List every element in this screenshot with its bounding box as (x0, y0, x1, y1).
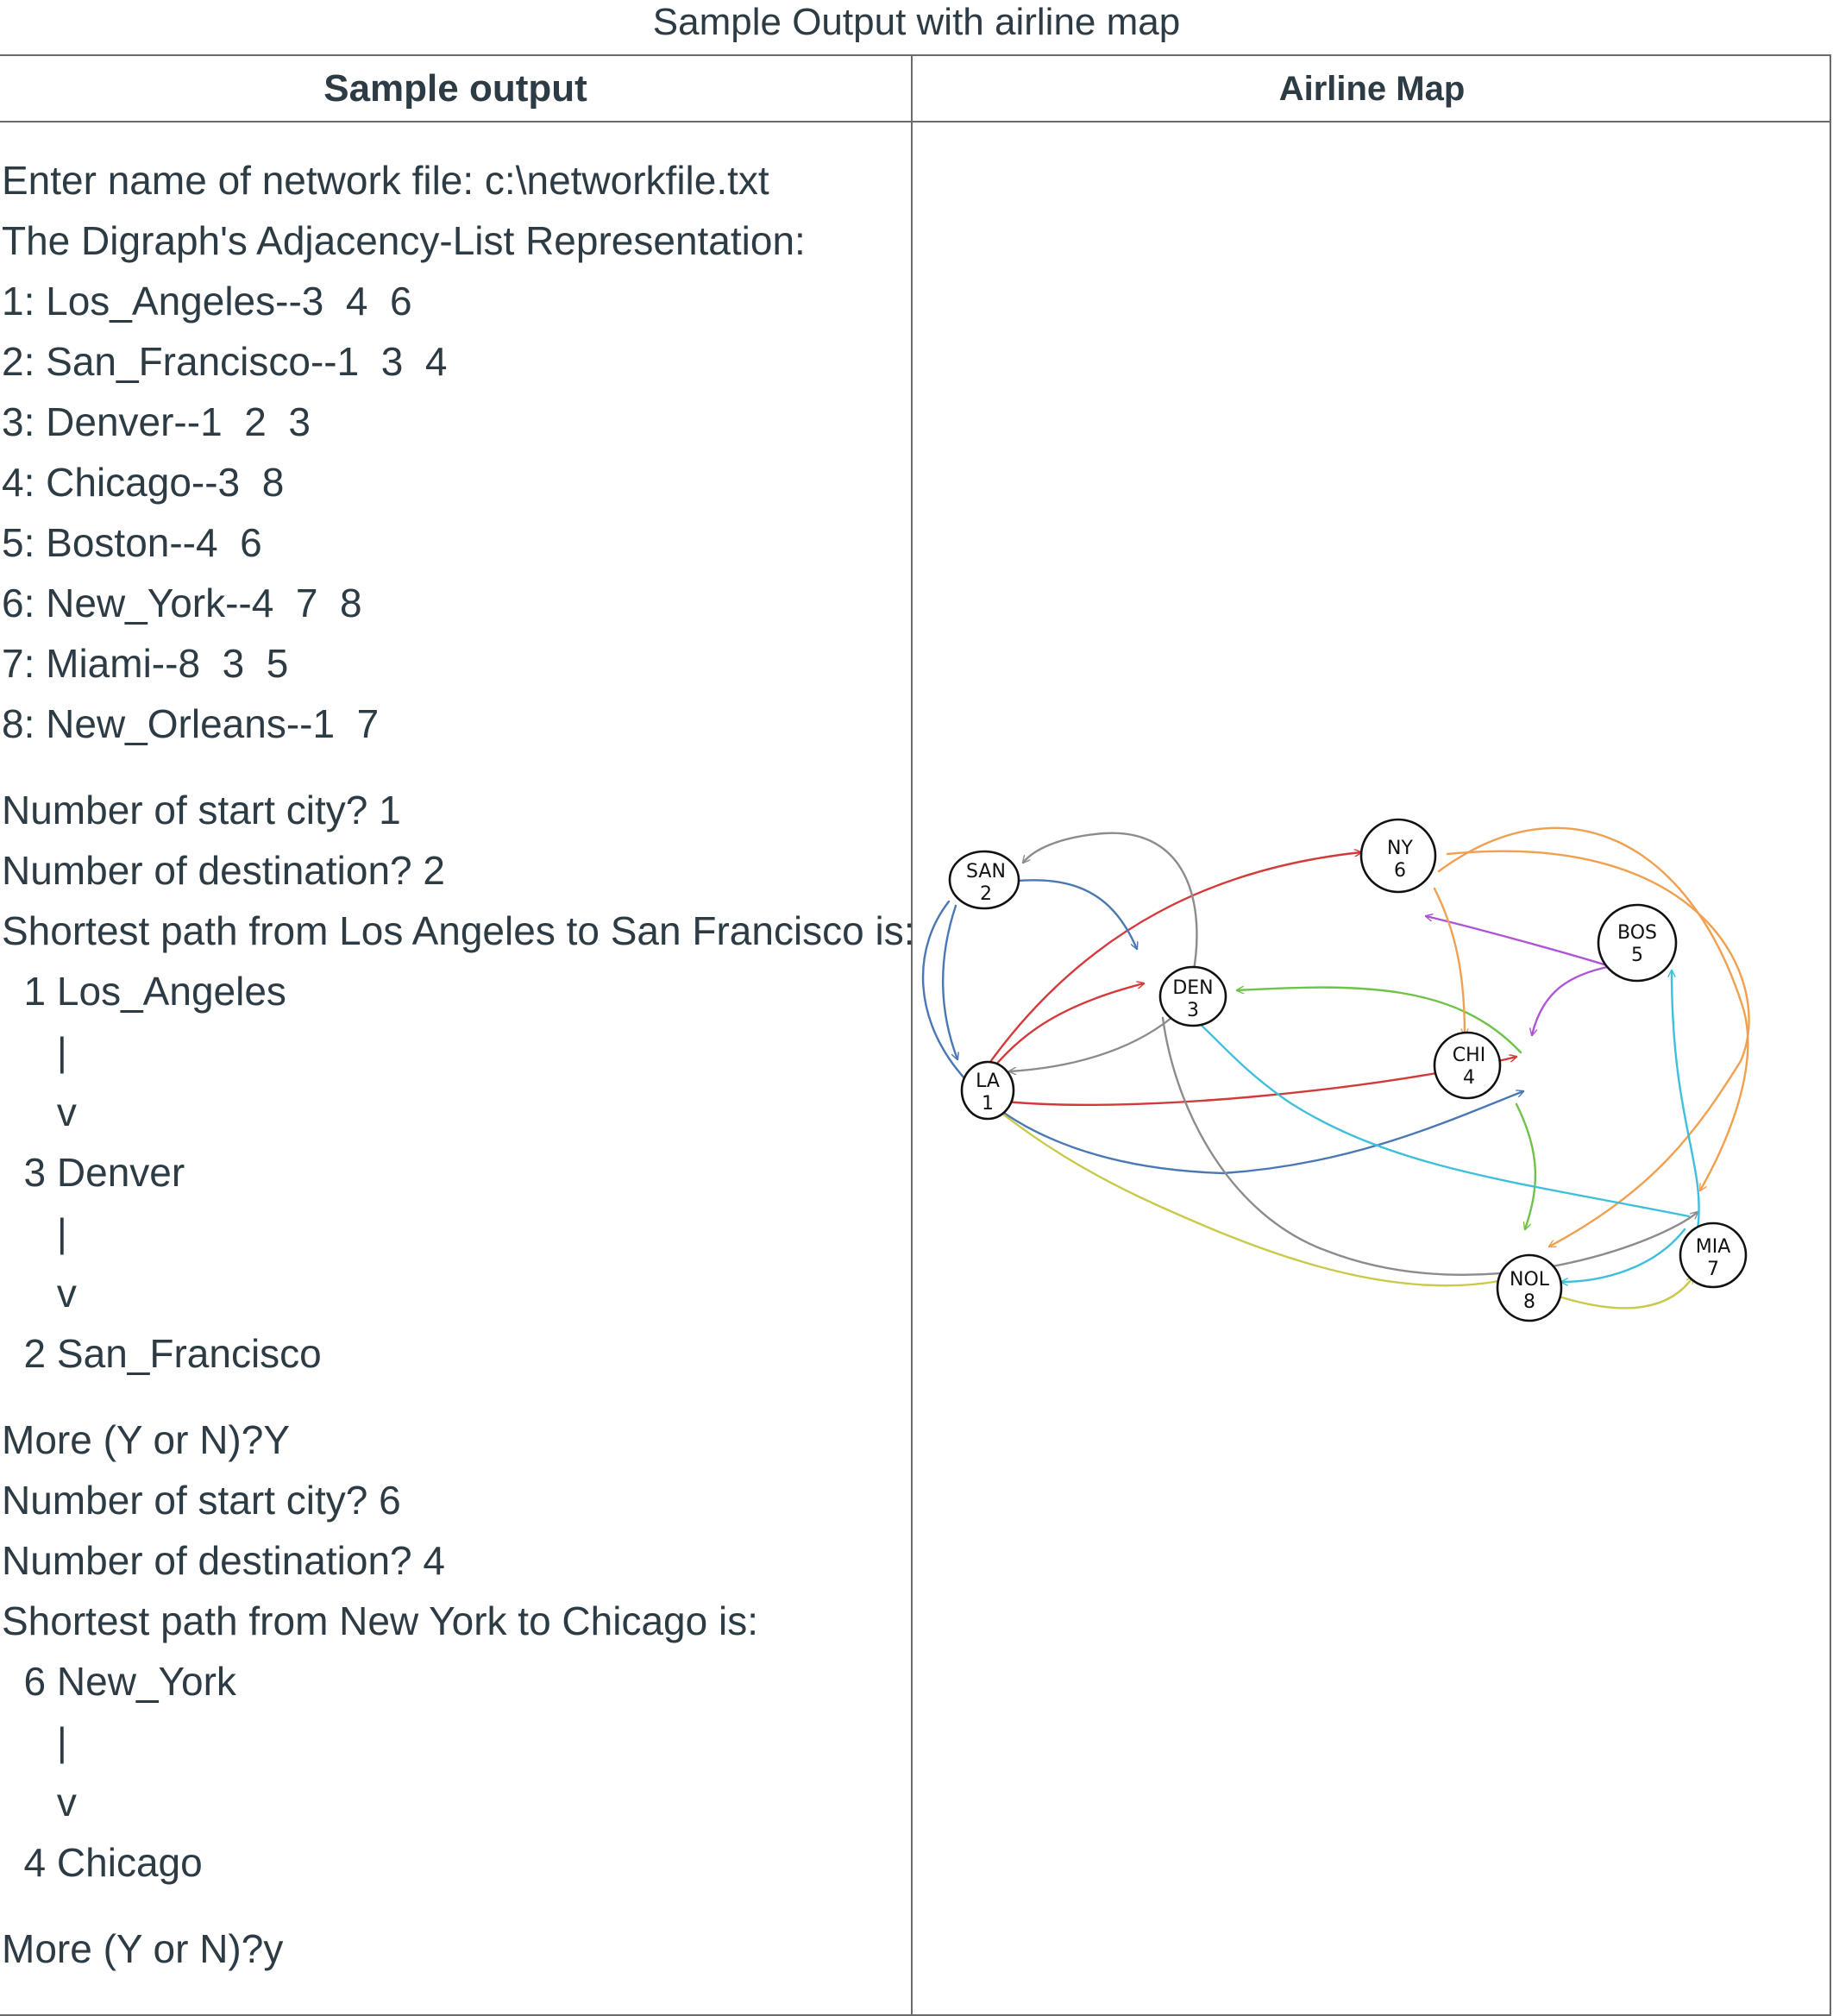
start-city-line: Number of start city? 6 (2, 1478, 401, 1523)
route-den-san (1023, 832, 1198, 977)
header-sample-output: Sample output (323, 67, 587, 110)
node-mia-num: 7 (1707, 1259, 1719, 1280)
node-nol-num: 8 (1523, 1291, 1535, 1313)
route-chi-den (1235, 988, 1522, 1054)
node-chi-num: 4 (1463, 1067, 1475, 1089)
node-san-abbr: SAN (966, 861, 1006, 882)
adjacency-line: 4: Chicago--3 8 (2, 460, 285, 505)
header-divider (0, 121, 1831, 122)
node-mia (1679, 1222, 1748, 1289)
sample-output-text: Enter name of network file: c:\networkfi… (2, 155, 915, 1984)
adjacency-line: 6: New_York--4 7 8 (2, 581, 362, 625)
path-step: 3 Denver (2, 1150, 185, 1195)
route-ny-chi (1433, 887, 1465, 1037)
adjacency-line: 2: San_Francisco--1 3 4 (2, 339, 448, 384)
header-airline-map: Airline Map (1278, 70, 1466, 108)
route-mia-den (1193, 1018, 1691, 1218)
path-step: v (2, 1271, 77, 1316)
path-step: | (2, 1210, 67, 1255)
adjacency-line: 3: Denver--1 2 3 (2, 399, 311, 444)
start-city-line: Number of start city? 1 (2, 788, 401, 832)
adjacency-line: 7: Miami--8 3 5 (2, 641, 289, 686)
adjacency-line: 1: Los_Angeles--3 4 6 (2, 279, 412, 323)
airline-map-drawing: LA 1 SAN 2 DEN 3 CHI 4 BOS 5 NY 6 MIA 7 … (921, 818, 1750, 1322)
destination-line: Number of destination? 2 (2, 848, 445, 893)
route-nol-la (990, 1104, 1501, 1287)
route-chi-nol (1515, 1102, 1537, 1229)
more-prompt-line: More (Y or N)?y (2, 1926, 284, 1971)
route-den-mia (1161, 1016, 1698, 1276)
destination-line: Number of destination? 4 (2, 1538, 445, 1583)
path-step: | (2, 1029, 67, 1074)
node-san (948, 850, 1020, 910)
node-den (1158, 965, 1227, 1027)
path-step: | (2, 1719, 67, 1764)
node-la (960, 1060, 1015, 1121)
path-step: 1 Los_Angeles (2, 969, 286, 1014)
node-la-num: 1 (982, 1093, 994, 1115)
path-step: 6 New_York (2, 1659, 236, 1704)
adjacency-line: 8: New_Orleans--1 7 (2, 701, 380, 746)
path-step: v (2, 1090, 77, 1134)
shortest-path-line: Shortest path from Los Angeles to San Fr… (2, 908, 915, 953)
node-mia-abbr: MIA (1696, 1236, 1731, 1258)
path-step: v (2, 1780, 77, 1824)
path-step: 2 San_Francisco (2, 1331, 322, 1376)
route-nol-mia (1549, 1277, 1693, 1309)
figure-caption: Sample Output with airline map (652, 1, 1181, 43)
adjacency-line: 5: Boston--4 6 (2, 520, 262, 565)
route-mia-bos (1672, 969, 1700, 1231)
route-san-chi (921, 900, 1523, 1175)
node-bos-num: 5 (1631, 945, 1643, 966)
node-bos-abbr: BOS (1617, 922, 1657, 944)
rep-title-line: The Digraph's Adjacency-List Representat… (2, 218, 806, 263)
node-nol-abbr: NOL (1510, 1269, 1550, 1291)
node-den-num: 3 (1187, 1000, 1199, 1021)
route-ny-mia (1437, 826, 1749, 1190)
route-mia-nol (1560, 1228, 1686, 1282)
node-san-num: 2 (980, 883, 992, 905)
column-divider (911, 54, 913, 2014)
node-la-abbr: LA (976, 1071, 1000, 1092)
route-den-la (1008, 1016, 1173, 1071)
node-bos (1597, 903, 1678, 983)
node-ny-abbr: NY (1387, 838, 1413, 859)
route-la-den (980, 983, 1144, 1084)
route-bos-ny (1426, 916, 1611, 968)
node-ny (1359, 818, 1437, 894)
node-nol (1496, 1253, 1563, 1322)
node-chi (1433, 1031, 1502, 1100)
shortest-path-line: Shortest path from New York to Chicago i… (2, 1598, 758, 1643)
route-la-ny (978, 852, 1361, 1078)
node-den-abbr: DEN (1172, 977, 1213, 999)
route-ny-nol (1446, 850, 1750, 1248)
node-chi-abbr: CHI (1453, 1045, 1485, 1066)
prompt-file-line: Enter name of network file: c:\networkfi… (2, 158, 769, 203)
more-prompt-line: More (Y or N)?Y (2, 1417, 291, 1462)
path-step: 4 Chicago (2, 1840, 203, 1885)
route-san-la (942, 904, 957, 1059)
route-bos-chi (1532, 964, 1613, 1035)
node-ny-num: 6 (1394, 860, 1406, 882)
